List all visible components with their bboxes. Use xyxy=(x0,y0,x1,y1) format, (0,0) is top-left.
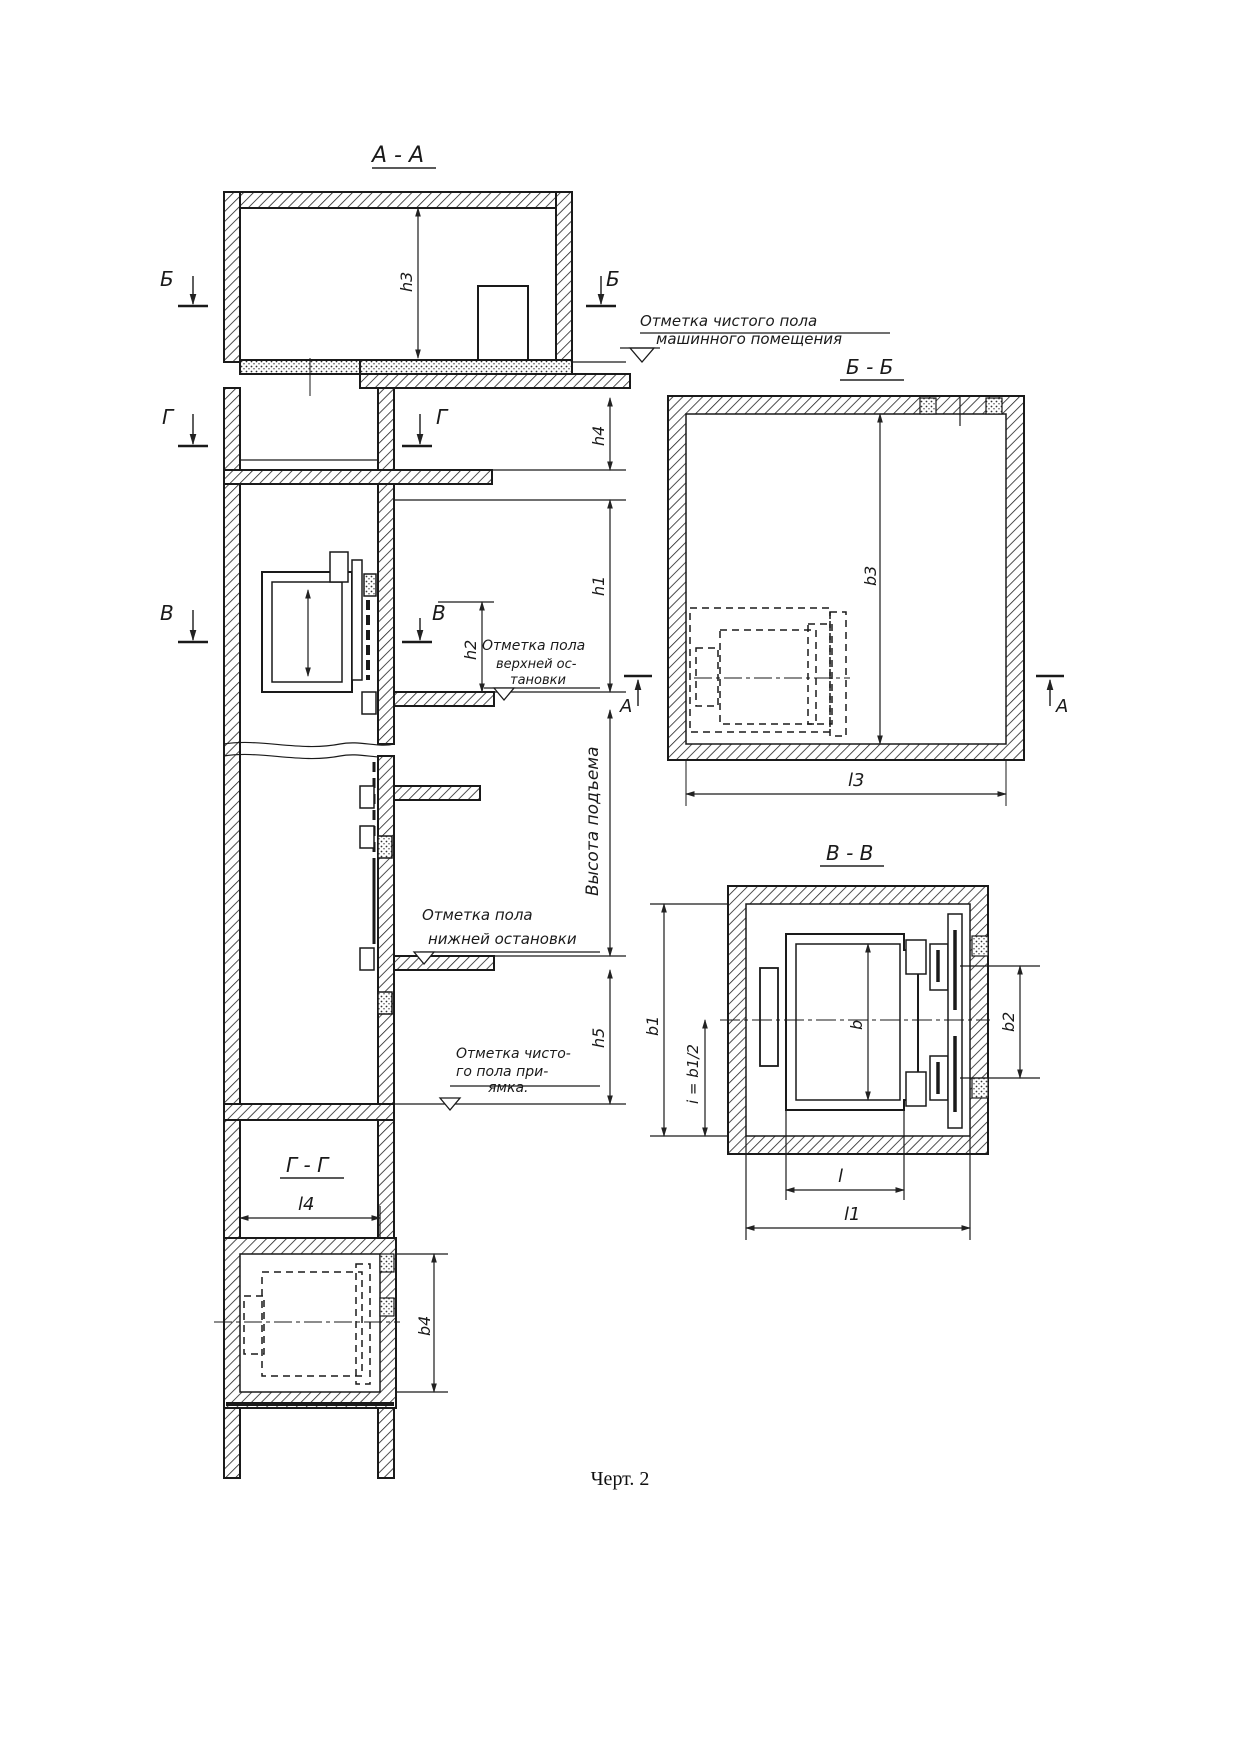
dim-h3: h3 xyxy=(397,272,416,292)
dim-l1: l1 xyxy=(844,1204,860,1225)
gg-car-outline xyxy=(243,1263,371,1385)
section-gg-title: Г - Г xyxy=(286,1153,330,1177)
machine-room-right-wall xyxy=(555,191,573,363)
mark-pit-line1: Отметка чисто- xyxy=(456,1046,571,1062)
machine-room-floor-left xyxy=(239,359,361,375)
cut-b-right-label: Б xyxy=(606,267,620,291)
mark-top-stop-line3: тановки xyxy=(510,673,566,688)
bb-car-outline xyxy=(689,607,847,737)
section-vv xyxy=(650,885,1040,1240)
dim-b1: b1 xyxy=(643,1016,662,1036)
section-bb-title: Б - Б xyxy=(846,355,893,379)
machine-room-slab xyxy=(359,373,631,389)
cut-a-right-label: А xyxy=(1055,696,1068,717)
mark-bottom-stop-line1: Отметка пола xyxy=(422,906,533,924)
dim-lift-height: Высота подъема xyxy=(583,746,603,896)
machine-room-ceiling xyxy=(223,191,573,209)
dim-h4: h4 xyxy=(589,426,608,446)
shaft-left-wall xyxy=(223,387,241,1479)
shaft-right-wall-upper xyxy=(377,387,395,479)
top-stop-slab xyxy=(393,691,495,707)
dim-h5: h5 xyxy=(589,1028,608,1048)
dim-b2: b2 xyxy=(999,1012,1018,1032)
dim-b4: b4 xyxy=(415,1316,434,1336)
dim-i-eq: i = b1/2 xyxy=(684,1044,702,1104)
cut-v-right-label: В xyxy=(432,601,446,625)
dim-l3: l3 xyxy=(848,770,864,791)
mark-machine-room-line1: Отметка чистого пола xyxy=(640,312,817,330)
mark-bottom-stop-line2: нижней остановки xyxy=(428,930,577,948)
machine-room-floor-right xyxy=(359,359,573,375)
mid-landing-slab xyxy=(393,785,481,801)
winch-block xyxy=(477,285,529,361)
upper-landing-slab xyxy=(223,469,493,485)
cut-b-left-label: Б xyxy=(160,267,174,291)
car-guide-top xyxy=(329,551,349,583)
mark-top-stop-line2: верхней ос- xyxy=(496,657,577,672)
section-bb xyxy=(624,395,1064,806)
dim-l4: l4 xyxy=(298,1194,314,1215)
bottom-stop-slab xyxy=(393,955,495,971)
cut-a-left-label: А xyxy=(619,696,632,717)
dim-b: b xyxy=(847,1020,866,1030)
mark-pit-line2: го пола при- xyxy=(456,1064,548,1080)
figure-caption: Черт. 2 xyxy=(590,1468,650,1490)
pit-floor xyxy=(223,1103,395,1121)
cut-g-right-label: Г xyxy=(436,405,449,429)
mark-machine-room-line2: машинного помещения xyxy=(656,330,842,348)
section-gg xyxy=(214,1206,448,1409)
section-aa xyxy=(178,191,890,1479)
dim-h1: h1 xyxy=(589,576,608,596)
shaft-right-wall-mid xyxy=(377,483,395,745)
machine-room-left-wall xyxy=(223,191,241,363)
cut-v-left-label: В xyxy=(160,601,174,625)
dim-l: l xyxy=(838,1166,843,1187)
labels: А - А Б Б Г Г В В h3 h4 h1 h2 Высота под… xyxy=(160,143,1068,1336)
section-vv-title: В - В xyxy=(826,841,873,865)
mark-pit-line3: ямка. xyxy=(488,1080,528,1096)
dim-h2: h2 xyxy=(461,640,480,660)
cut-g-left-label: Г xyxy=(162,405,175,429)
mark-top-stop-line1: Отметка пола xyxy=(482,638,585,654)
dim-b3: b3 xyxy=(861,566,880,586)
section-aa-title: А - А xyxy=(370,143,424,168)
